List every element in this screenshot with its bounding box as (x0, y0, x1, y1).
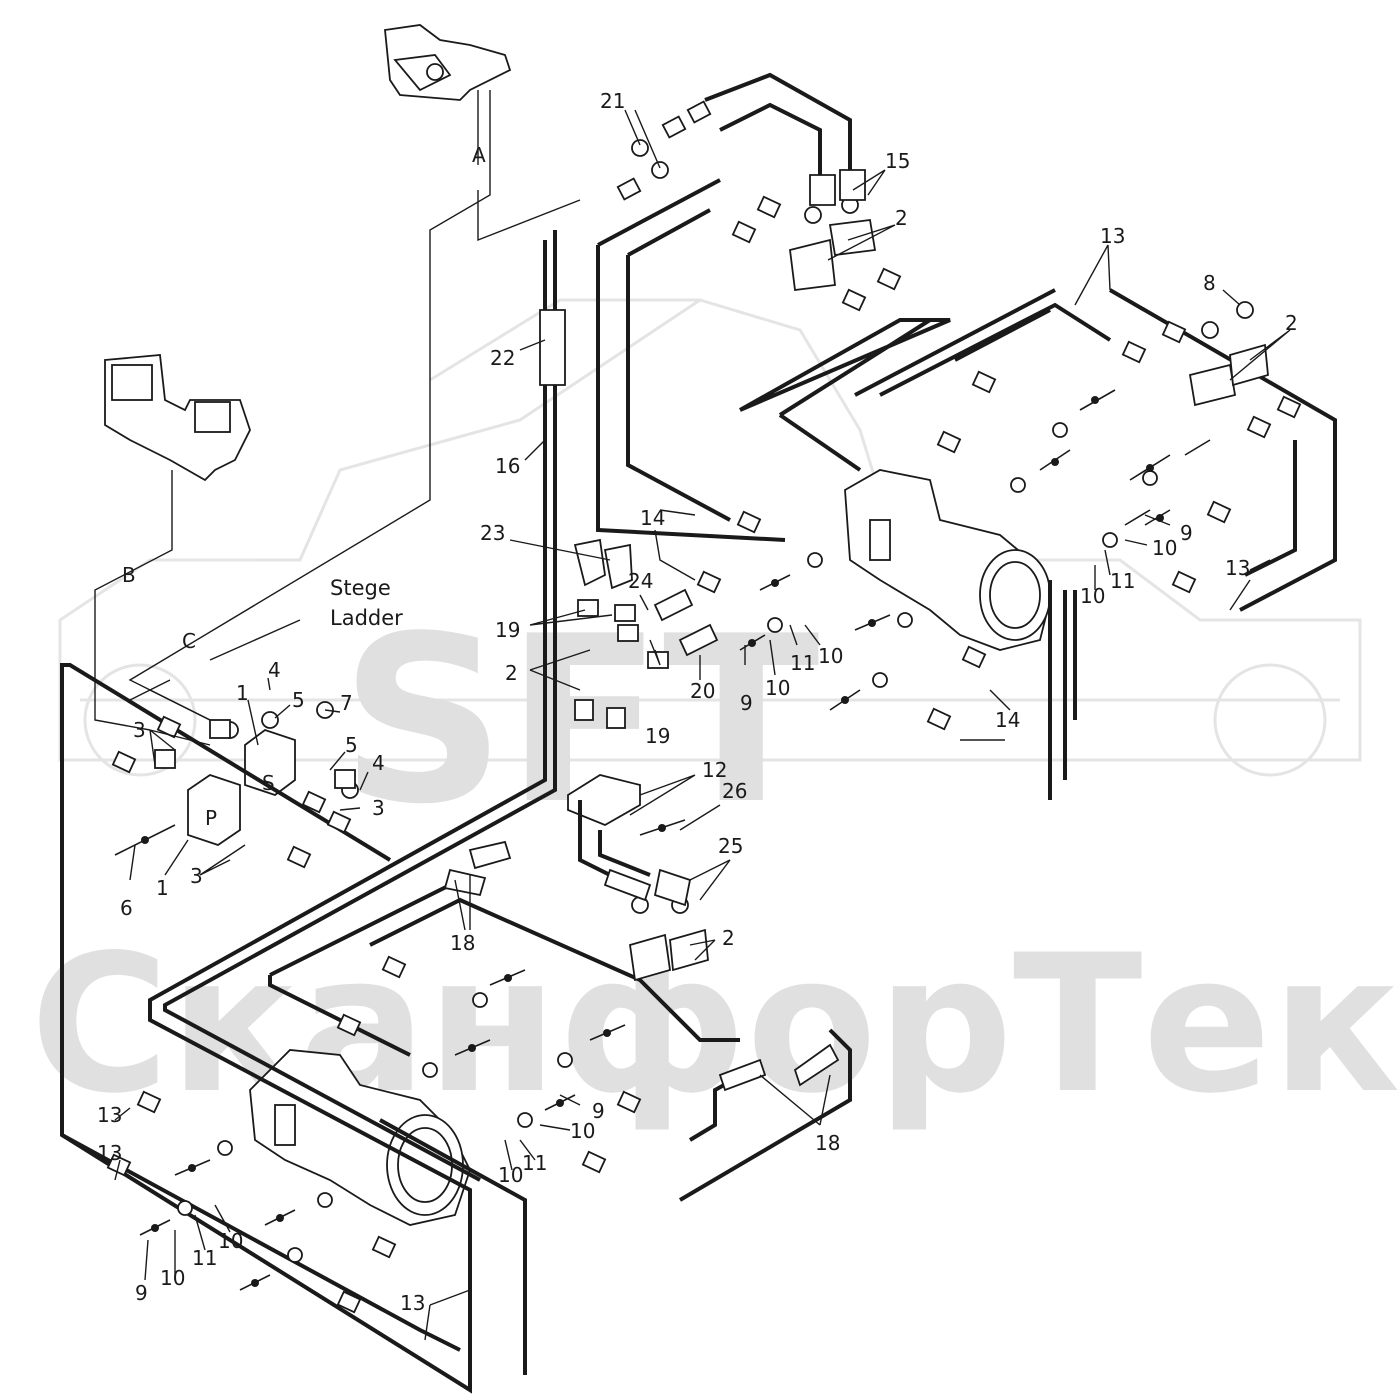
callout-9: 9 (740, 691, 753, 715)
block-p (187, 774, 241, 846)
callout-22: 22 (490, 346, 515, 370)
callout-7: 7 (340, 691, 353, 715)
callout-10: 10 (570, 1119, 595, 1143)
callout-14: 14 (640, 506, 665, 530)
dashed-connection-lines (94, 90, 581, 731)
callout-19: 19 (495, 618, 520, 642)
callout-10: 10 (1080, 584, 1105, 608)
callout-11: 11 (522, 1151, 547, 1175)
line-b (94, 470, 173, 731)
switch-bracket (104, 354, 251, 482)
callout-5: 5 (292, 688, 305, 712)
line-letter-b: B (122, 563, 136, 587)
callout-26: 26 (722, 779, 747, 803)
callout-13: 13 (400, 1291, 425, 1315)
callout-13: 13 (1225, 556, 1250, 580)
callout-10: 10 (818, 644, 843, 668)
callout-25: 25 (718, 834, 743, 858)
callout-18: 18 (450, 931, 475, 955)
callout-leaders (114, 109, 1291, 1341)
callout-8: 8 (1203, 271, 1216, 295)
block-12 (567, 774, 641, 826)
watermark-machine-outline (58, 298, 1362, 777)
callout-11: 11 (790, 651, 815, 675)
notes: Stege Ladder (330, 576, 403, 630)
callout-2: 2 (722, 926, 735, 950)
callout-13: 13 (97, 1103, 122, 1127)
callout-3: 3 (133, 718, 146, 742)
callout-numbers: 21 15 2 13 8 2 22 16 23 14 24 19 2 20 9 … (97, 89, 1298, 1315)
callout-21: 21 (600, 89, 625, 113)
brake-valve (384, 24, 512, 101)
callout-2: 2 (1285, 311, 1298, 335)
callout-11: 11 (192, 1246, 217, 1270)
line-letter-c: C (182, 629, 196, 653)
watermark: SFT СканфорТек (30, 298, 1400, 1135)
callout-4: 4 (268, 658, 281, 682)
callout-15: 15 (885, 149, 910, 173)
callout-12: 12 (702, 758, 727, 782)
callout-10: 10 (498, 1163, 523, 1187)
callout-10: 10 (765, 676, 790, 700)
note-ladder: Ladder (330, 606, 403, 630)
callout-9: 9 (1180, 521, 1193, 545)
line-letter-a: A (472, 143, 486, 167)
distribution-blocks: S P (187, 728, 641, 846)
port-p-label: P (205, 806, 217, 830)
callout-2: 2 (505, 661, 518, 685)
line-a (128, 90, 581, 721)
fittings (106, 100, 1302, 1314)
callout-18: 18 (815, 1131, 840, 1155)
callout-10: 10 (1152, 536, 1177, 560)
callout-13: 13 (97, 1141, 122, 1165)
callout-24: 24 (628, 569, 653, 593)
callout-11: 11 (1110, 569, 1135, 593)
callout-14: 14 (995, 708, 1020, 732)
callout-13: 13 (1100, 224, 1125, 248)
callout-10: 10 (218, 1229, 243, 1253)
callout-1: 1 (156, 876, 169, 900)
callout-3: 3 (372, 796, 385, 820)
note-stege: Stege (330, 576, 391, 600)
callout-5: 5 (345, 733, 358, 757)
callout-16: 16 (495, 454, 520, 478)
callout-10: 10 (160, 1266, 185, 1290)
line-c (129, 619, 301, 721)
callout-1: 1 (236, 681, 249, 705)
callout-19: 19 (645, 724, 670, 748)
callout-9: 9 (135, 1281, 148, 1305)
callout-4: 4 (372, 751, 385, 775)
callout-3: 3 (190, 864, 203, 888)
callout-6: 6 (120, 896, 133, 920)
callout-20: 20 (690, 679, 715, 703)
callout-2: 2 (895, 206, 908, 230)
callout-23: 23 (480, 521, 505, 545)
callout-9: 9 (592, 1099, 605, 1123)
line-letters: A B C (122, 143, 486, 653)
